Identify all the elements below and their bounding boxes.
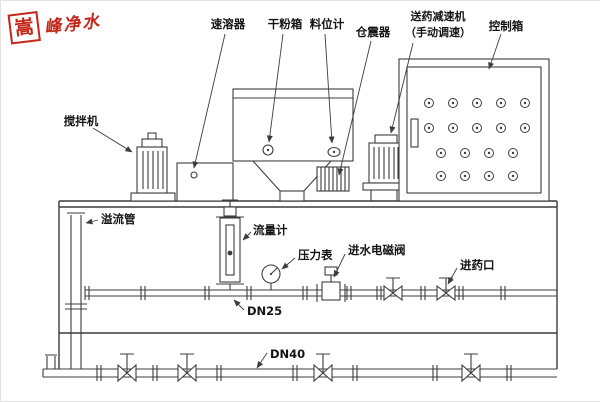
dissolver-port-icon bbox=[190, 171, 198, 179]
leader-dry-powder-box bbox=[266, 33, 284, 143]
label-level-gauge: 料位计 bbox=[310, 17, 345, 31]
reducer-cap bbox=[374, 134, 398, 144]
solenoid-body bbox=[321, 281, 341, 301]
mixer-base bbox=[130, 192, 176, 202]
control-box bbox=[398, 58, 550, 202]
label-flow-meter: 流量计 bbox=[253, 223, 288, 237]
bottom-pipe-valve bbox=[461, 353, 481, 383]
label-chemical-inlet: 进药口 bbox=[460, 258, 495, 272]
mixer-cap bbox=[141, 138, 163, 148]
powder-sensor-dot bbox=[266, 148, 270, 152]
label-solenoid-valve: 进水电磁阀 bbox=[348, 243, 406, 257]
bottom-pipe-riser bbox=[45, 354, 57, 369]
leader-overflow-pipe bbox=[85, 218, 99, 225]
solenoid-flanges bbox=[316, 284, 346, 302]
mixer-body bbox=[136, 146, 168, 194]
dissolver-body bbox=[176, 162, 234, 202]
label-mixer: 搅拌机 bbox=[64, 114, 99, 128]
main-pipe bbox=[84, 286, 557, 300]
leader-mixer bbox=[92, 127, 133, 153]
main-pipe-flanges bbox=[84, 286, 506, 300]
leader-control-box bbox=[488, 33, 502, 70]
leader-solenoid-valve bbox=[333, 253, 346, 278]
hopper-duct bbox=[279, 190, 305, 202]
label-quick-dissolver: 速溶器 bbox=[211, 17, 246, 31]
brand-seal-char: 嵩 bbox=[13, 15, 35, 40]
mixer-fins bbox=[142, 151, 164, 189]
flow-meter-tube bbox=[225, 224, 235, 276]
leader-flow-meter bbox=[242, 231, 252, 241]
label-overflow-pipe: 溢流管 bbox=[101, 212, 136, 226]
overflow-pipe bbox=[65, 212, 87, 369]
tank-outline bbox=[58, 200, 558, 369]
knob-dots bbox=[427, 101, 527, 178]
brand-name: 峰净水 bbox=[43, 10, 103, 38]
leader-quick-dissolver bbox=[192, 33, 226, 169]
leader-chemical-inlet bbox=[447, 267, 458, 285]
leader-dn40 bbox=[256, 352, 268, 369]
label-pressure-gauge: 压力表 bbox=[298, 248, 333, 262]
reducer-fins bbox=[373, 147, 399, 179]
pressure-gauge bbox=[261, 264, 281, 290]
reducer-legs bbox=[370, 190, 398, 201]
bottom-pipe-valve bbox=[313, 353, 333, 383]
main-pipe-valve bbox=[383, 277, 403, 302]
inlet-solenoid-valve bbox=[316, 266, 346, 302]
hopper bbox=[251, 160, 333, 202]
quick-dissolver bbox=[176, 162, 234, 202]
flow-meter-body bbox=[219, 217, 241, 283]
leader-bin-vibrator bbox=[337, 40, 372, 176]
valve-stem bbox=[120, 353, 134, 373]
flow-meter-valve-handle bbox=[222, 199, 238, 207]
valve-stem bbox=[180, 353, 194, 373]
flow-meter-valve bbox=[223, 206, 237, 217]
leader-level-gauge bbox=[324, 33, 335, 144]
mixer-knob bbox=[147, 132, 157, 140]
label-dn25: DN25 bbox=[247, 304, 282, 318]
bin-vibrator bbox=[316, 166, 350, 192]
level-sensor-dot bbox=[332, 150, 336, 154]
bottom-pipe-flanges bbox=[96, 365, 512, 381]
gauge-needle bbox=[270, 267, 278, 275]
tank-frame bbox=[58, 200, 558, 369]
label-control-box: 控制箱 bbox=[489, 19, 524, 33]
label-feed-reducer: 送药减速机 bbox=[410, 9, 466, 23]
valve-stem bbox=[316, 353, 330, 373]
bottom-pipe-valve bbox=[177, 353, 197, 383]
leader-pressure-gauge bbox=[281, 257, 296, 270]
label-bin-vibrator: 仓震器 bbox=[355, 25, 391, 39]
brand-seal: 嵩 bbox=[7, 11, 41, 45]
gauge-pivot bbox=[269, 272, 273, 276]
flow-meter-float bbox=[227, 250, 233, 256]
valve-stem bbox=[386, 277, 400, 293]
label-feed-reducer-note: （手动调速） bbox=[405, 25, 471, 39]
label-dn40: DN40 bbox=[270, 347, 305, 361]
leader-lines bbox=[85, 33, 502, 369]
main-pipe-lines bbox=[85, 289, 557, 297]
door-handle bbox=[410, 118, 419, 148]
diagram-labels: 搅拌机 速溶器 干粉箱 料位计 仓震器 送药减速机 （手动调速） 控制箱 溢流管… bbox=[64, 9, 524, 361]
flow-meter bbox=[216, 199, 244, 290]
label-dry-powder-box: 干粉箱 bbox=[268, 17, 303, 31]
chemical-inlet-valve bbox=[436, 277, 456, 302]
control-box-door bbox=[406, 66, 542, 194]
valve-stem bbox=[464, 353, 478, 373]
leader-feed-reducer bbox=[389, 42, 414, 134]
vibrator-ribs bbox=[320, 167, 346, 191]
overflow-pipe-lines bbox=[65, 212, 87, 369]
leader-dn25 bbox=[233, 299, 245, 311]
bottom-pipe-valve bbox=[117, 353, 137, 383]
mixer-motor bbox=[130, 132, 176, 202]
dry-powder-box bbox=[232, 88, 354, 162]
